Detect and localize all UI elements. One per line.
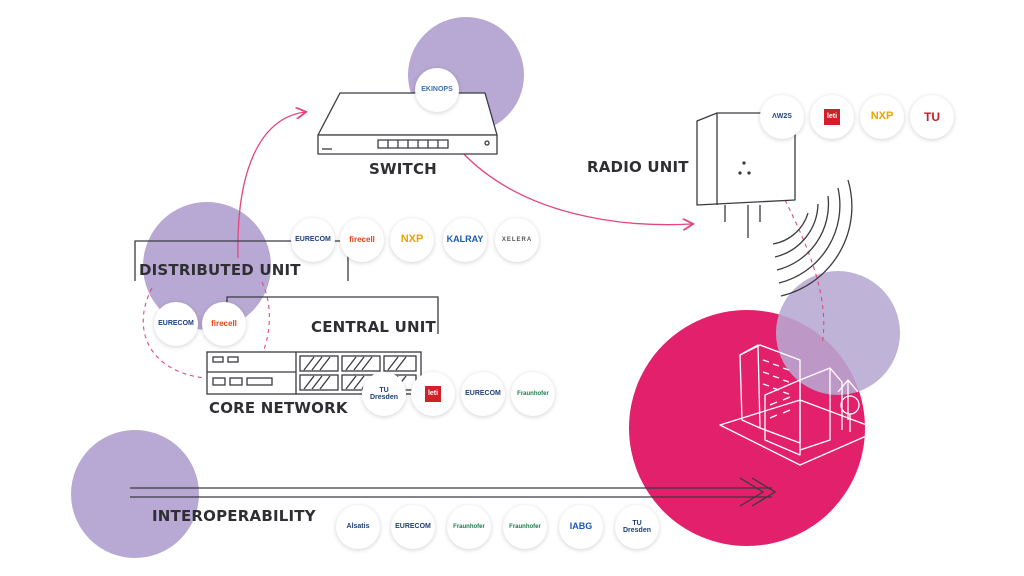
partner-logo-xelera: XELERA xyxy=(495,218,539,262)
partner-logo-leti: leti xyxy=(810,95,854,139)
switch-device xyxy=(317,92,498,155)
partner-logo-fraunhofer: Fraunhofer xyxy=(503,505,547,549)
partner-logo-tu: TU xyxy=(910,95,954,139)
partner-logo-firecell: firecell xyxy=(340,218,384,262)
partner-logo-alsatis: Alsatis xyxy=(336,505,380,549)
partner-logo-firecell: firecell xyxy=(202,302,246,346)
partner-logo-nxp: NXP xyxy=(860,95,904,139)
partner-logo-fraunhofer: Fraunhofer xyxy=(511,372,555,416)
du-cu-dashed-link xyxy=(261,281,270,356)
partner-logo-tu-dresden: TU Dresden xyxy=(615,505,659,549)
interop-accent-circle xyxy=(71,430,199,558)
switch-to-radio-arrow xyxy=(459,149,692,225)
partner-logo-tu-dresden: TU Dresden xyxy=(362,372,406,416)
radio-accent-circle xyxy=(776,271,900,395)
partner-logo-eurecom: EURECOM xyxy=(154,302,198,346)
core-network-label: CORE NETWORK xyxy=(209,399,348,417)
du-outline xyxy=(134,240,349,281)
du-to-switch-arrow xyxy=(237,112,305,259)
radio-unit-label: RADIO UNIT xyxy=(587,158,689,176)
interoperability-label: INTEROPERABILITY xyxy=(152,507,316,525)
partner-logo-ekinops: EKINOPS xyxy=(415,68,459,112)
radio-to-site-link xyxy=(784,199,825,346)
partner-logo-eurecom: EURECOM xyxy=(291,218,335,262)
partner-logo-kalray: KALRAY xyxy=(443,218,487,262)
interoperability-arrow xyxy=(130,477,777,507)
du-accent-circle xyxy=(143,202,271,330)
campus-buildings xyxy=(719,344,881,466)
partner-logo-fraunhofer: Fraunhofer xyxy=(447,505,491,549)
cu-outline xyxy=(226,296,439,334)
distributed-unit-label: DISTRIBUTED UNIT xyxy=(139,261,301,279)
partner-logo-aw2s: ΛW2S xyxy=(760,95,804,139)
partner-logo-nxp: NXP xyxy=(390,218,434,262)
radio-waves xyxy=(772,179,853,297)
partner-logo-leti: leti xyxy=(411,372,455,416)
central-unit-label: CENTRAL UNIT xyxy=(311,318,436,336)
switch-label: SWITCH xyxy=(369,160,437,178)
partner-logo-iabg: IABG xyxy=(559,505,603,549)
partner-logo-eurecom: EURECOM xyxy=(391,505,435,549)
partner-logo-eurecom: EURECOM xyxy=(461,372,505,416)
